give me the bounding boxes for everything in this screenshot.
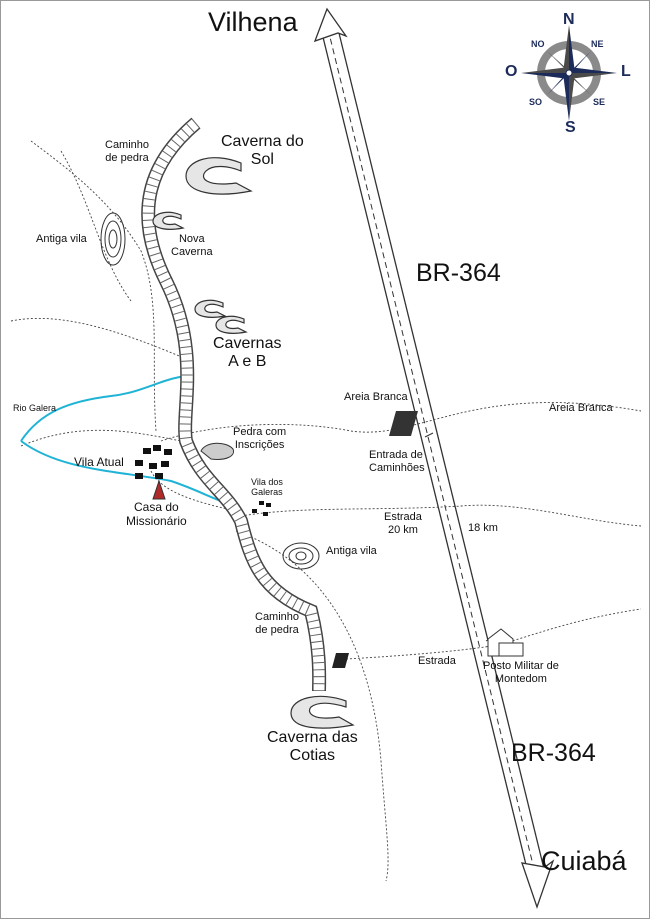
compass-ne: NE bbox=[591, 39, 604, 49]
label-antiga-vila-bottom: Antiga vila bbox=[326, 545, 377, 557]
compass-rose-icon bbox=[521, 25, 617, 121]
south-arrow-icon bbox=[521, 859, 555, 909]
label-vila-galeras: Vila dos Galeras bbox=[251, 477, 283, 498]
label-nova-caverna: Nova Caverna bbox=[171, 233, 213, 258]
cave-shapes bbox=[152, 157, 355, 729]
label-vila-atual: Vila Atual bbox=[74, 455, 124, 469]
compass-s: S bbox=[565, 119, 576, 136]
label-estrada-20km: Estrada 20 km bbox=[384, 511, 422, 536]
rio-galera bbox=[20, 375, 237, 507]
casa-missionario-icon bbox=[152, 479, 166, 500]
caverna-cotias-icon bbox=[290, 695, 355, 729]
highway-label-top: BR-364 bbox=[416, 259, 501, 287]
city-vilhena: Vilhena bbox=[208, 7, 298, 37]
label-caminho-pedra-bottom: Caminho de pedra bbox=[255, 611, 300, 636]
label-areia-branca-right: Areia Branca bbox=[549, 402, 613, 414]
label-estrada: Estrada bbox=[418, 655, 456, 667]
label-caverna-do-sol: Caverna do Sol bbox=[221, 133, 304, 169]
label-entrada-caminhoes: Entrada de Caminhões bbox=[369, 449, 425, 474]
label-areia-branca-left: Areia Branca bbox=[344, 391, 408, 403]
vila-galeras-houses bbox=[252, 501, 271, 516]
label-posto-militar: Posto Militar de Montedom bbox=[483, 660, 559, 685]
caverna-b-icon bbox=[215, 315, 248, 334]
label-cavernas-ab: Cavernas A e B bbox=[213, 335, 282, 371]
label-casa-missionario: Casa do Missionário bbox=[126, 500, 187, 528]
caverna-do-sol-icon bbox=[185, 157, 253, 195]
label-caverna-cotias: Caverna das Cotias bbox=[267, 729, 358, 765]
caminho-de-pedra-north bbox=[141, 117, 327, 692]
estrada-site-icon bbox=[332, 653, 349, 668]
compass-no: NO bbox=[531, 39, 545, 49]
compass-n: N bbox=[563, 11, 575, 28]
label-rio-galera: Rio Galera bbox=[13, 403, 57, 413]
vila-atual-houses bbox=[135, 445, 172, 479]
compass-se: SE bbox=[593, 97, 606, 107]
compass-l: L bbox=[621, 63, 631, 80]
highway-br364 bbox=[320, 28, 547, 878]
trails bbox=[10, 140, 642, 882]
compass-o: O bbox=[505, 63, 518, 80]
antiga-vila-spirals bbox=[100, 212, 320, 570]
posto-militar-icon bbox=[487, 628, 524, 657]
pedra-inscricoes-icon bbox=[200, 442, 235, 460]
city-cuiaba: Cuiabá bbox=[541, 846, 627, 876]
label-caminho-pedra-top: Caminho de pedra bbox=[105, 139, 150, 164]
north-arrow-icon bbox=[313, 7, 348, 43]
highway-label-bottom: BR-364 bbox=[511, 739, 596, 767]
label-pedra-inscricoes: Pedra com Inscrições bbox=[233, 426, 287, 451]
compass-so: SO bbox=[529, 97, 543, 107]
label-18km: 18 km bbox=[468, 522, 498, 534]
areia-branca-site-icon bbox=[389, 411, 418, 436]
caverna-a-icon bbox=[194, 299, 227, 318]
label-antiga-vila-top: Antiga vila bbox=[36, 233, 87, 245]
nova-caverna-icon bbox=[152, 211, 185, 230]
